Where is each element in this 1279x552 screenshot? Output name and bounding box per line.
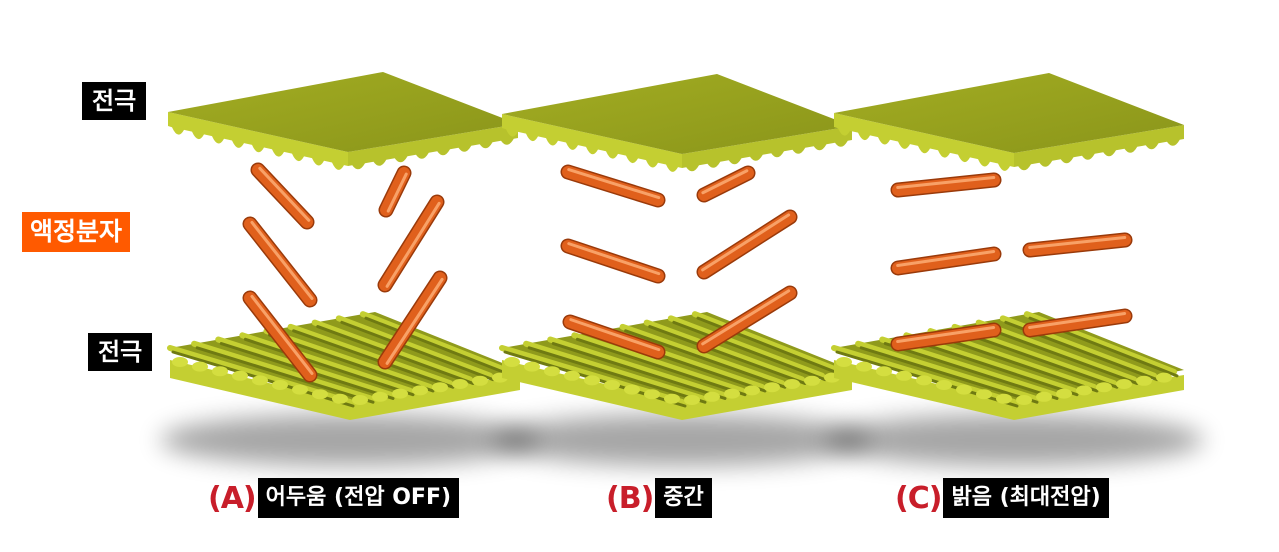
panel-c-molecule-5 xyxy=(1022,308,1133,338)
panel-b-top-electrode xyxy=(502,74,852,172)
caption-c-letter: (C) xyxy=(895,480,942,516)
panel-c-molecule-3 xyxy=(890,322,1002,352)
panel-b-molecule-5 xyxy=(696,209,798,280)
caption-c-text: 밝음 (최대전압) xyxy=(943,478,1109,518)
panel-c-molecule-1 xyxy=(890,172,1002,198)
panel-b-molecule-2 xyxy=(560,238,666,284)
panel-a xyxy=(160,72,540,466)
caption-b-text: 중간 xyxy=(655,478,712,518)
caption-a: (A) 어두움 (전압 OFF) xyxy=(208,478,460,518)
electrode-bottom-label: 전극 xyxy=(88,333,153,371)
caption-b: (B) 중간 xyxy=(606,478,712,518)
panel-a-molecule-6 xyxy=(377,270,448,370)
caption-a-letter: (A) xyxy=(208,480,257,516)
caption-b-letter: (B) xyxy=(606,480,654,516)
panel-c xyxy=(824,73,1204,466)
panel-a-molecule-4 xyxy=(378,165,412,218)
caption-c: (C) 밝음 (최대전압) xyxy=(895,478,1109,518)
panel-a-bottom-electrode xyxy=(160,311,540,466)
panel-b-molecule-4 xyxy=(696,165,756,203)
liquid-crystal-label: 액정분자 xyxy=(22,212,131,252)
panel-c-molecule-4 xyxy=(1022,232,1133,258)
electrode-top-label: 전극 xyxy=(82,82,147,120)
panel-c-bottom-electrode xyxy=(824,311,1204,466)
panel-a-molecule-3 xyxy=(242,290,318,383)
panel-b-molecule-3 xyxy=(562,314,666,360)
caption-a-text: 어두움 (전압 OFF) xyxy=(257,478,460,518)
panel-a-top-electrode xyxy=(168,72,518,170)
panel-a-molecule-1 xyxy=(250,162,315,230)
panel-b-molecule-6 xyxy=(696,285,798,354)
panel-c-molecule-2 xyxy=(890,246,1002,276)
panel-b xyxy=(492,74,872,466)
panel-b-molecule-1 xyxy=(560,164,666,208)
panel-c-top-electrode xyxy=(834,73,1184,171)
panel-b-bottom-electrode xyxy=(492,311,872,466)
panel-a-molecule-2 xyxy=(242,216,318,308)
panel-a-molecule-5 xyxy=(377,194,445,293)
